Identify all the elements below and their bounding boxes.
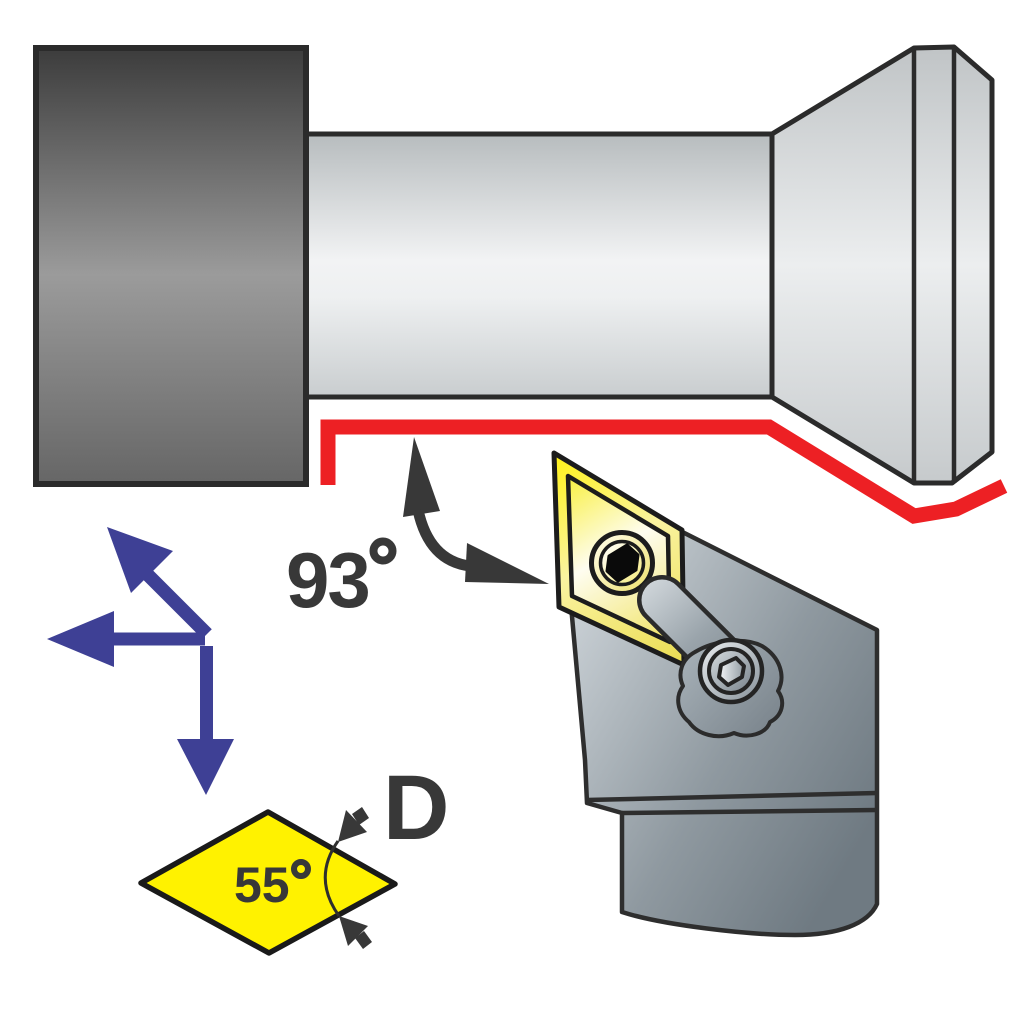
feed-arrow-left-head-icon bbox=[47, 611, 114, 667]
clamp-hex-socket-icon bbox=[717, 656, 746, 687]
holder-step-line-upper bbox=[586, 790, 878, 803]
approach-angle-arrow bbox=[403, 437, 549, 584]
legend-diamond bbox=[138, 809, 398, 956]
insert-shape-code-label: D bbox=[383, 757, 449, 859]
feed-direction-arrows bbox=[47, 527, 234, 795]
legend-arrow-top-tail bbox=[352, 807, 369, 825]
legend-arrow-top-icon bbox=[338, 810, 367, 842]
tailstock bbox=[769, 44, 995, 486]
clamp bbox=[637, 575, 785, 739]
approach-angle-degree-icon bbox=[369, 537, 397, 565]
legend-arrow-bottom-tail bbox=[355, 931, 372, 949]
angle-arrowhead-right-icon bbox=[465, 543, 549, 584]
holder-step-line-lower bbox=[621, 807, 878, 816]
cutting-path-line bbox=[320, 419, 1008, 524]
insert-angle-label: 55 bbox=[234, 857, 290, 913]
chuck-block bbox=[33, 45, 309, 487]
angle-arc bbox=[412, 508, 471, 572]
tailstock-body bbox=[769, 44, 995, 486]
feed-arrow-down-head-icon bbox=[177, 739, 234, 795]
legend-angle-arc bbox=[323, 840, 341, 917]
angle-arrowhead-up-icon bbox=[403, 437, 440, 517]
approach-angle-label: 93 bbox=[286, 536, 369, 624]
insert-hex-socket-icon bbox=[605, 543, 640, 583]
insert-angle-degree-icon bbox=[291, 859, 311, 879]
feed-arrow-diagonal-shaft bbox=[143, 570, 212, 639]
legend-arrow-bottom-icon bbox=[339, 916, 368, 946]
workpiece-cylinder bbox=[295, 131, 775, 400]
feed-arrow-diagonal-head-icon bbox=[107, 527, 173, 593]
insert-shape-legend bbox=[138, 807, 398, 956]
